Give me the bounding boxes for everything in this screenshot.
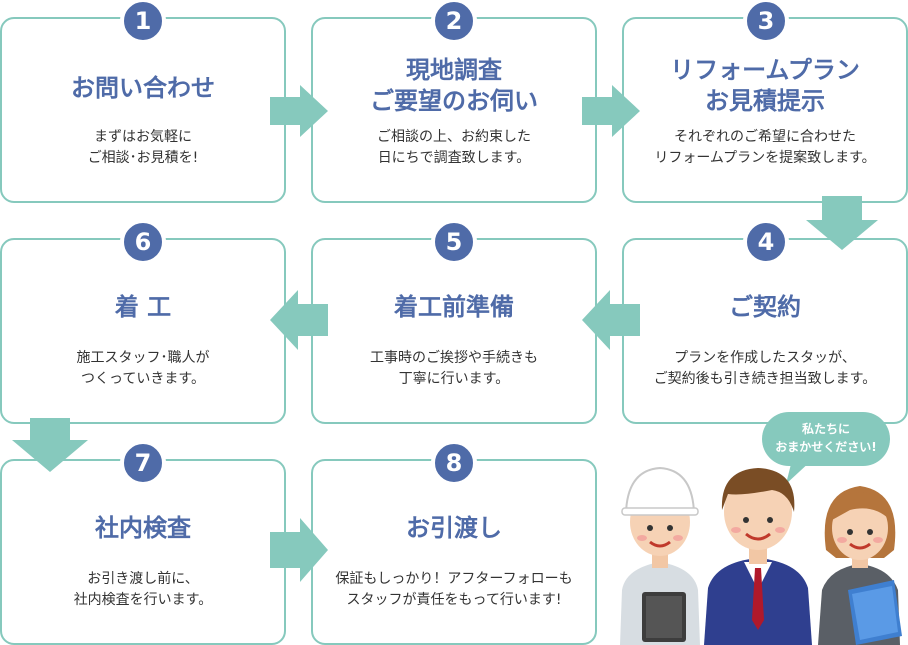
step-title: お問い合わせ <box>71 74 215 102</box>
step-description: プランを作成したスタッが、ご契約後も引き続き担当致します。 <box>653 350 877 387</box>
arrow-down-icon <box>12 418 88 472</box>
step-number-badge: 6 <box>120 219 166 265</box>
step-card-4: ご契約 プランを作成したスタッが、ご契約後も引き続き担当致します。 <box>622 238 908 424</box>
step-card-5: 着工前準備 工事時のご挨拶や手続きも丁寧に行います。 <box>311 238 597 424</box>
step-card-3: リフォームプランお見積提示 それぞれのご希望に合わせたリフォームプランを提案致し… <box>622 17 908 203</box>
arrow-right-icon <box>582 85 640 137</box>
step-description: ご相談の上、お約束した日にちで調査致します。 <box>377 129 531 166</box>
step-card-2: 現地調査ご要望のお伺い ご相談の上、お約束した日にちで調査致します。 <box>311 17 597 203</box>
arrow-left-icon <box>270 290 328 350</box>
step-number-badge: 7 <box>120 440 166 486</box>
step-title: 着工前準備 <box>394 293 514 321</box>
worker-figure <box>620 466 700 645</box>
step-title: 着 工 <box>114 293 172 321</box>
step-title: お引渡し <box>406 514 502 542</box>
step-card-6: 着 工 施工スタッフ･職人がつくっていきます。 <box>0 238 286 424</box>
arrow-left-icon <box>582 290 640 350</box>
step-description: お引き渡し前に、社内検査を行います。 <box>73 571 213 608</box>
step-title: ご契約 <box>729 293 801 321</box>
speech-bubble-text: 私たちにおまかせください! <box>775 422 877 454</box>
step-number-badge: 1 <box>120 0 166 44</box>
staff-illustration <box>620 466 902 645</box>
step-card-7: 社内検査 お引き渡し前に、社内検査を行います。 <box>0 459 286 645</box>
businesswoman-figure <box>818 486 902 645</box>
step-number-badge: 8 <box>431 440 477 486</box>
speech-bubble-tail-icon <box>786 460 812 484</box>
step-title: リフォームプランお見積提示 <box>670 56 860 115</box>
step-description: それぞれのご希望に合わせたリフォームプランを提案致します。 <box>654 129 876 166</box>
businessman-figure <box>704 468 812 645</box>
step-card-8: お引渡し 保証もしっかり！アフターフォローもスタッフが責任をもって行います! <box>311 459 597 645</box>
arrow-right-icon <box>270 85 328 137</box>
step-card-1: お問い合わせ まずはお気軽にご相談･お見積を! <box>0 17 286 203</box>
step-title: 現地調査ご要望のお伺い <box>370 56 538 115</box>
step-description: 工事時のご挨拶や手続きも丁寧に行います。 <box>370 350 538 387</box>
step-number-badge: 2 <box>431 0 477 44</box>
step-description: まずはお気軽にご相談･お見積を! <box>87 129 199 166</box>
arrow-down-icon <box>806 196 878 250</box>
arrow-right-icon <box>270 518 328 582</box>
step-description: 保証もしっかり！アフターフォローもスタッフが責任をもって行います! <box>335 571 573 608</box>
step-number-badge: 4 <box>743 219 789 265</box>
speech-bubble: 私たちにおまかせください! <box>762 412 890 466</box>
step-description: 施工スタッフ･職人がつくっていきます。 <box>76 350 210 387</box>
step-number-badge: 3 <box>743 0 789 44</box>
step-number-badge: 5 <box>431 219 477 265</box>
step-title: 社内検査 <box>95 514 191 542</box>
